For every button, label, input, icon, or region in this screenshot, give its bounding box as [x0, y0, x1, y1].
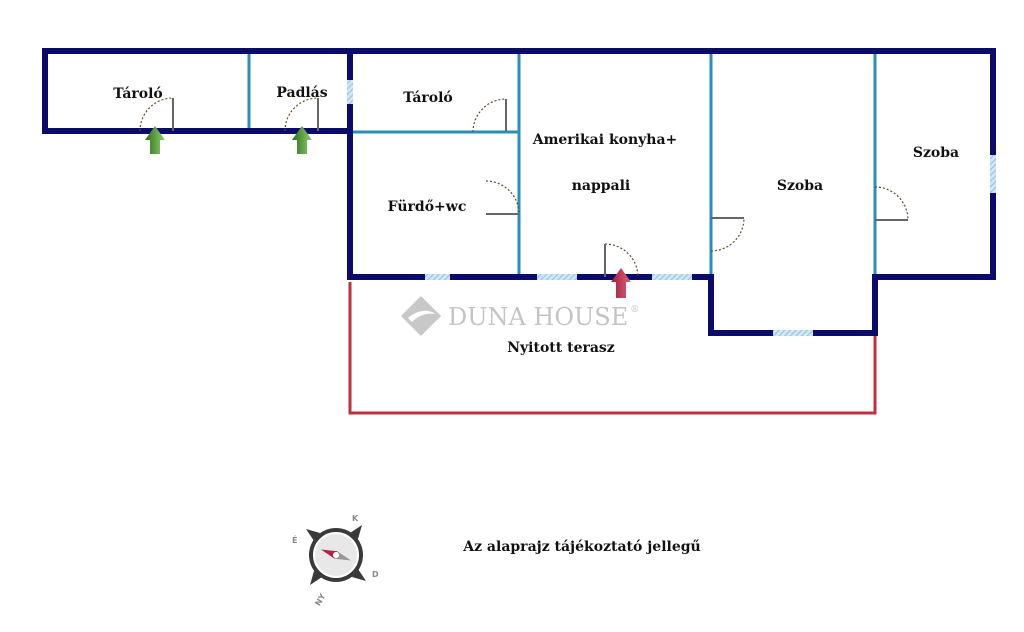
entry-arrow-icon [292, 126, 312, 154]
room-label-taroló-2: Tároló [403, 90, 453, 106]
compass-north: K [352, 514, 359, 523]
compass-west: É [292, 534, 297, 545]
room-label-konyha: Amerikai konyha+ [532, 132, 678, 148]
room-label-taroló: Tároló [113, 86, 163, 102]
room-label-padlas: Padlás [276, 85, 327, 101]
compass-icon: K É D NY [292, 514, 379, 607]
compass-south: NY [313, 592, 327, 607]
entry-arrow-icon [611, 268, 631, 298]
disclaimer-note: Az alaprajz tájékoztató jellegű [462, 539, 700, 555]
entry-arrow-icon [145, 126, 165, 154]
watermark-text: DUNA HOUSE® [448, 303, 639, 331]
watermark-brand: DUNA HOUSE [448, 303, 628, 331]
windows [347, 80, 996, 336]
doors [139, 97, 909, 278]
room-label-nappali: nappali [572, 178, 631, 194]
terrace-outline [348, 282, 877, 415]
compass-east: D [372, 570, 379, 579]
watermark-registered: ® [630, 305, 639, 315]
duna-house-logo: DUNA HOUSE® [401, 296, 639, 336]
door-leaves [172, 98, 908, 277]
room-label-szoba-2: Szoba [913, 145, 959, 161]
room-label-furdo: Fürdő+wc [388, 199, 467, 215]
inner-walls [247, 52, 877, 277]
room-label-terasz: Nyitott terasz [507, 340, 615, 356]
room-label-szoba: Szoba [777, 178, 823, 194]
